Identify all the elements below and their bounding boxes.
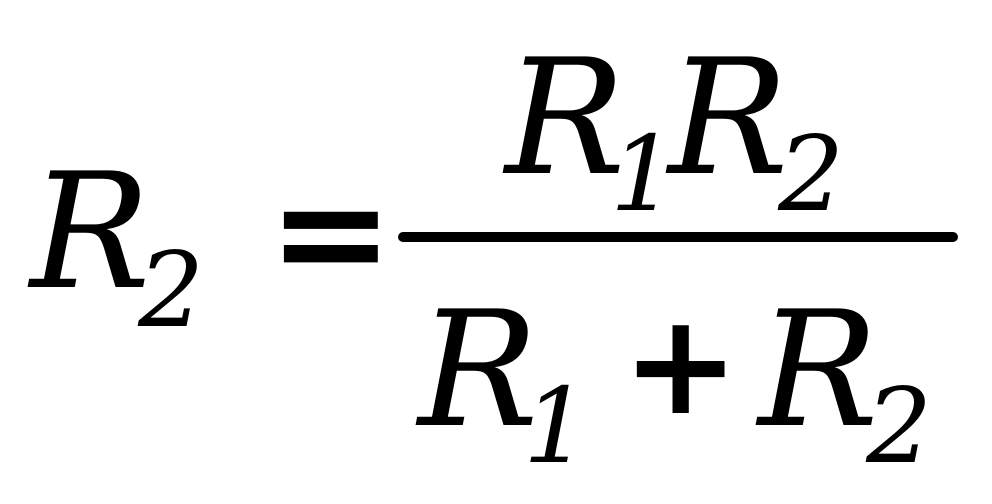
numerator-variable-1: R xyxy=(505,24,626,211)
equals-sign: = xyxy=(268,146,394,320)
plus-sign: + xyxy=(622,284,740,447)
lhs-subscript: 2 xyxy=(138,229,205,351)
lhs-variable: R xyxy=(30,138,151,325)
denominator-variable-1: R xyxy=(418,276,539,463)
denominator-subscript-2: 2 xyxy=(866,365,933,487)
numerator-subscript-2: 2 xyxy=(778,113,845,235)
denominator-subscript-1: 1 xyxy=(523,365,590,487)
numerator-variable-2: R xyxy=(668,24,789,211)
numerator-subscript-1: 1 xyxy=(610,113,677,235)
denominator-variable-2: R xyxy=(758,276,879,463)
fraction-bar xyxy=(398,232,958,242)
